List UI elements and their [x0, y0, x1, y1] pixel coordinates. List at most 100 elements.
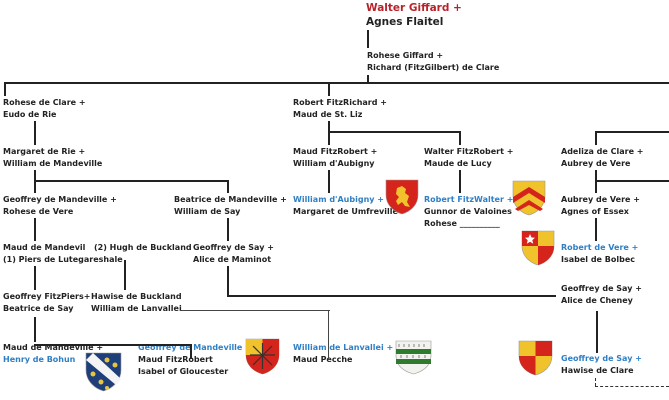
person: Maud de Mandeville + [3, 343, 104, 352]
connector [4, 82, 6, 96]
connector [367, 30, 369, 48]
node-walter-fitzrobert: Walter FitzRobert + Maude de Lucy [424, 146, 513, 170]
lanvallei-bars-shield-icon [395, 340, 432, 375]
bohun-bend-shield-icon [85, 352, 122, 392]
person: Walter FitzRobert + [424, 147, 514, 156]
connector [227, 218, 229, 241]
connector [328, 310, 329, 360]
connector [328, 82, 330, 96]
spouse: (2) Hugh de Buckland [94, 243, 192, 252]
spouse: Agnes of Essex [561, 207, 629, 216]
spouse: William de Lanvallei [91, 304, 182, 313]
connector [596, 311, 598, 353]
node-adeliza: Adeliza de Clare +Aubrey de Vere [561, 146, 643, 170]
connector [34, 266, 36, 290]
person: Rohese Giffard + [367, 51, 444, 60]
spouse: Maud de St. Liz [293, 110, 363, 119]
connector [328, 121, 330, 145]
person: Geoffrey de Say + [561, 284, 642, 293]
connector [595, 218, 597, 241]
connector [227, 295, 556, 297]
person: Robert FitzRichard + [293, 98, 387, 107]
node-geoffrey-say-1: Geoffrey de Say + Alice de Maminot [193, 242, 274, 266]
person-link[interactable]: Robert de Vere + [561, 243, 639, 252]
root-couple: Walter Giffard + Agnes Flaitel [366, 1, 462, 29]
spouse: Maud Pecche [293, 355, 353, 364]
node-margaret-rie: Margaret de Rie + William de Mandeville [3, 146, 102, 170]
connector [227, 180, 229, 193]
person: Geoffrey de Mandeville + [3, 195, 117, 204]
spouse: Aubrey de Vere [561, 159, 631, 168]
node-rohese-clare: Rohese de Clare + Eudo de Rie [3, 97, 86, 121]
spouse: Beatrice de Say [3, 304, 74, 313]
node-william-aubigny: William d'Aubigny + Margaret de Umfrevill… [293, 194, 398, 218]
spouse: Maude de Lucy [424, 159, 492, 168]
connector [595, 131, 597, 145]
dashed-connector [595, 378, 596, 386]
node-geoffrey-fitzpiers: Geoffrey FitzPiers+ Beatrice de Say [3, 291, 90, 315]
person: Rohese de Clare + [3, 98, 86, 107]
person: Geoffrey de Say + [193, 243, 274, 252]
dashed-connector [595, 386, 669, 387]
node-maud-mandeville: Maud de Mandeville + Henry de Bohun [3, 342, 103, 366]
connector [367, 75, 369, 84]
spouse: William de Mandeville [3, 159, 103, 168]
connector [34, 317, 36, 342]
node-william-lanvallei: William de Lanvallei + Maud Pecche [293, 342, 393, 366]
spouse: Isabel de Bolbec [561, 255, 635, 264]
spouse: Rohese __________ [424, 219, 500, 228]
person: Aubrey de Vere + [561, 195, 640, 204]
connector [180, 310, 330, 311]
person-link[interactable]: Robert FitzWalter + [424, 195, 514, 204]
person: Maud de Mandevil [3, 243, 86, 252]
connector [124, 260, 126, 290]
spouse: Gunnor de Valoines [424, 207, 512, 216]
node-maud-fitzrobert: Maud FitzRobert +William d'Aubigny [293, 146, 377, 170]
connector [328, 131, 461, 133]
spouse: Hawise de Clare [561, 366, 634, 375]
spouse-link[interactable]: Henry de Bohun [3, 355, 76, 364]
spouse: Alice de Cheney [561, 296, 633, 305]
node-geoffrey-say-2: Geoffrey de Say + Alice de Cheney [561, 283, 642, 307]
spouse: Isabel of Gloucester [138, 367, 229, 376]
person-link[interactable]: Geoffrey de Say + [561, 354, 642, 363]
connector [459, 131, 461, 145]
spouse: (1) Piers de Lutegareshale [3, 255, 123, 264]
spouse: Alice de Maminot [193, 255, 272, 264]
connector [190, 344, 192, 359]
connector [328, 170, 330, 193]
connector [227, 266, 229, 296]
root-person-link[interactable]: Walter Giffard + [366, 2, 462, 14]
person-link[interactable]: William d'Aubigny + [293, 195, 384, 204]
spouse: Eudo de Rie [3, 110, 57, 119]
mandeville-escarbuncle-shield-icon [245, 338, 280, 375]
person: Maud FitzRobert + [293, 147, 378, 156]
node-robert-vere: Robert de Vere + Isabel de Bolbec [561, 242, 638, 266]
fitzwalter-chevrons-shield-icon [512, 180, 546, 216]
connector [459, 170, 461, 193]
spouse: Richard (FitzGilbert) de Clare [367, 63, 500, 72]
node-rohese-giffard: Rohese Giffard + Richard (FitzGilbert) de… [367, 50, 499, 74]
connector [4, 82, 669, 84]
connector [34, 344, 192, 346]
connector [34, 121, 36, 145]
spouse: Margaret de Umfreville [293, 207, 398, 216]
person-link[interactable]: William de Lanvallei + [293, 343, 394, 352]
connector [595, 180, 669, 182]
node-robert-fitzrichard: Robert FitzRichard + Maud de St. Liz [293, 97, 387, 121]
aubigny-lion-shield-icon [385, 179, 419, 215]
person: Geoffrey FitzPiers+ [3, 292, 91, 301]
root-spouse: Agnes Flaitel [366, 16, 444, 28]
connector [34, 180, 229, 182]
person: Margaret de Rie + [3, 147, 86, 156]
node-geoffrey-say-3: Geoffrey de Say + Hawise de Clare [561, 353, 642, 377]
vere-quartered-star-shield-icon [521, 230, 555, 266]
spouse: William de Say [174, 207, 241, 216]
node-aubrey-vere: Aubrey de Vere + Agnes of Essex [561, 194, 640, 218]
node-hugh-buckland: (2) Hugh de Buckland [94, 242, 192, 254]
node-maud-mandevil: Maud de Mandevil (1) Piers de Lutegaresha… [3, 242, 123, 266]
node-beatrice-mandeville: Beatrice de Mandeville +William de Say [174, 194, 287, 218]
